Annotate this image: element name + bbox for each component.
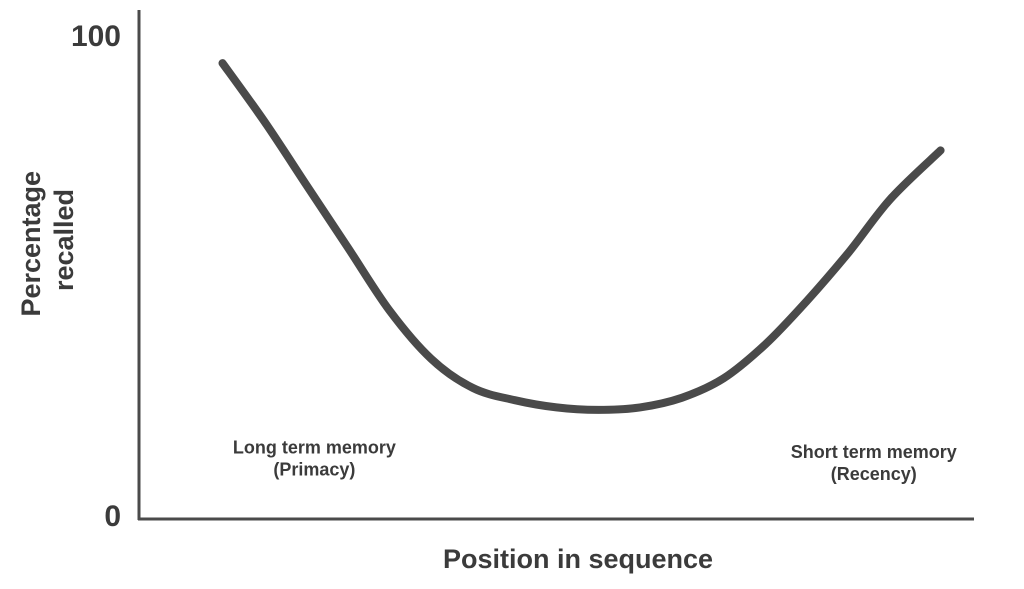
annotation-recency: Short term memory(Recency): [791, 442, 957, 484]
annotation-primacy: Long term memory(Primacy): [233, 437, 396, 479]
y-tick-label-bottom: 0: [104, 500, 121, 533]
annotations: Long term memory(Primacy) Short term memo…: [233, 437, 957, 484]
annotation-line: Long term memory: [233, 437, 396, 457]
y-axis-title-line-1: Percentage: [16, 171, 46, 317]
y-tick-label-top: 100: [71, 20, 121, 53]
x-axis-title: Position in sequence: [443, 544, 713, 574]
annotation-line: (Primacy): [273, 459, 355, 479]
y-axis-title-line-2: recalled: [49, 189, 79, 291]
annotation-line: (Recency): [831, 464, 917, 484]
y-axis-title: Percentage recalled: [16, 163, 79, 316]
series-line-recall: [218, 59, 945, 414]
annotation-line: Short term memory: [791, 442, 957, 462]
